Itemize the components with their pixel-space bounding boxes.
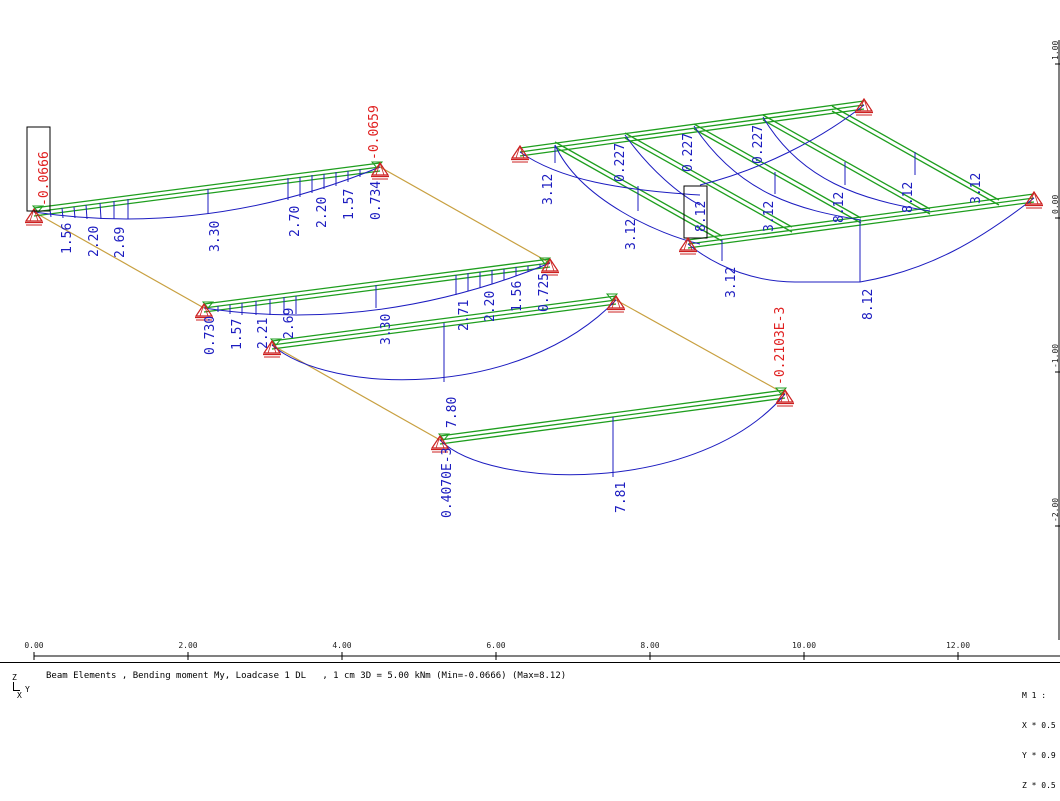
label-r-v11: 3.12 [969,173,984,204]
label-b1-v2: 2.20 [87,226,102,257]
label-b1-v8: 0.734 [369,181,384,220]
beam-1[interactable] [32,161,383,220]
value-labels: -0.0666 -0.0659 1.56 2.20 2.69 3.30 2.70… [37,105,984,518]
label-r-v6: 8.12 [694,201,709,232]
ruler-tick-0: 0.00 [24,641,43,650]
label-b1-v7: 1.57 [342,189,357,220]
label-r-v3: 0.227 [681,133,696,172]
label-b1-v3: 2.69 [113,227,128,258]
result-caption: Beam Elements , Bending moment My, Loadc… [46,671,567,681]
min-value-box [26,126,51,212]
vruler-tick-1: 0.00 [1051,195,1060,214]
label-b2-v9: 0.725 [537,273,552,312]
label-b4-left: 0.4070E-3 [440,448,455,518]
label-b2-v5: 3.30 [379,314,394,345]
label-r-v10: 8.12 [901,182,916,213]
label-r-v5: 3.12 [624,219,639,250]
label-r-v7: 3.12 [724,267,739,298]
ruler-tick-1: 2.00 [178,641,197,650]
label-min-value: -0.0666 [37,151,52,206]
roof-selection-box [683,185,708,239]
label-r-v4: 0.227 [751,125,766,164]
beam-4-moment-diagram [439,393,786,477]
label-b4-right: -0.2103E-3 [773,307,788,385]
scale-info-x: X * 0.5 [1022,721,1056,730]
label-b1-v6: 2.20 [315,197,330,228]
scale-info-y: Y * 0.9 [1022,751,1056,760]
label-r-v8: 3.12 [762,201,777,232]
ruler-tick-2: 4.00 [332,641,351,650]
label-b2-v7: 2.20 [483,291,498,322]
axis-x-label: X [17,691,22,700]
label-b1-v1: 1.56 [60,223,75,254]
label-b4-mid: 7.81 [614,482,629,513]
beam-3-moment-diagram [271,299,617,382]
label-r-v2: 0.227 [613,143,628,182]
label-r-v1: 3.12 [541,174,556,205]
roof-frame[interactable] [519,100,1035,283]
model-viewport[interactable]: -0.0666 -0.0659 1.56 2.20 2.69 3.30 2.70… [0,0,1060,660]
beam-1-moment-diagram [33,166,381,220]
label-r-v9: 8.12 [832,192,847,223]
label-b1-v5: 2.70 [288,206,303,237]
status-divider [0,662,1060,663]
axis-y-label: Y [25,685,30,694]
scale-info-z: Z * 0.5 [1022,781,1056,790]
axis-triad-icon: Z Y X [10,673,40,703]
ruler-tick-6: 12.00 [946,641,970,650]
ruler-tick-5: 10.00 [792,641,816,650]
support-icon [510,145,530,163]
horizontal-ruler: 0.00 2.00 4.00 6.00 8.00 10.00 12.00 [24,641,1060,660]
beam-2-moment-diagram [203,262,551,316]
axis-z-label: Z [12,673,17,682]
label-r-v12: 8.12 [861,289,876,320]
scale-info-box: M 1 : X * 0.5 Y * 0.9 Z * 0.5 [1022,671,1060,801]
label-b2-v4: 2.69 [282,308,297,339]
axis-corner [13,682,20,691]
label-b2-v8: 1.56 [510,281,525,312]
beam-2[interactable] [202,257,551,316]
label-b2-v3: 2.21 [256,318,271,349]
vruler-tick-3: -2.00 [1051,498,1060,522]
scale-info-title: M 1 : [1022,691,1047,700]
beam-4[interactable] [438,387,787,477]
label-b1-v4: 3.30 [208,221,223,252]
structural-links [33,166,786,441]
label-b3-mid: 7.80 [445,397,460,428]
roof-moment-diagram [519,104,1035,283]
ruler-tick-3: 6.00 [486,641,505,650]
vruler-tick-2: -1.00 [1051,344,1060,368]
ruler-tick-4: 8.00 [640,641,659,650]
beam-3[interactable] [270,293,618,382]
label-b2-v1: 0.730 [203,316,218,355]
label-b2-v2: 1.57 [230,319,245,350]
label-b1-right: -0.0659 [367,105,382,160]
vruler-tick-0: 1.00 [1051,41,1060,60]
label-b2-v6: 2.71 [457,300,472,331]
vertical-ruler: 1.00 0.00 -1.00 -2.00 [1051,40,1060,640]
